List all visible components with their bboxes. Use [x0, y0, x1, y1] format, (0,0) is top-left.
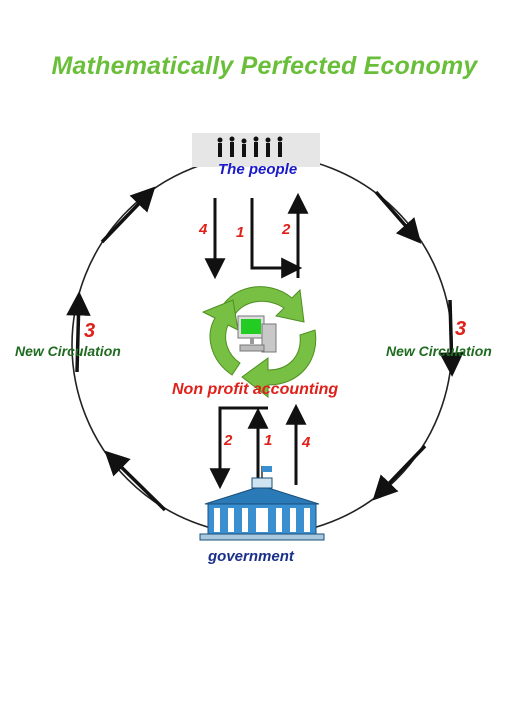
number-top-left: 4	[199, 221, 208, 238]
number-left-circulation: 3	[84, 320, 96, 342]
number-bottom-left: 2	[224, 432, 233, 449]
number-top-right: 2	[282, 221, 291, 238]
bottom-flow-arrows	[209, 403, 307, 490]
government-building-icon	[199, 466, 325, 541]
circulation-arrows	[66, 186, 464, 512]
people-icon	[192, 133, 320, 167]
number-top-mid: 1	[236, 224, 245, 241]
page-title: Mathematically Perfected Economy	[51, 52, 478, 80]
right-circulation-label: New Circulation	[386, 343, 492, 359]
left-circulation-label: New Circulation	[15, 343, 121, 359]
people-label: The people	[218, 161, 298, 178]
top-flow-arrows	[204, 192, 309, 280]
number-bottom-right: 4	[302, 434, 311, 451]
recycle-computer-icon	[201, 286, 317, 399]
center-label: Non profit accounting	[172, 381, 339, 398]
number-right-circulation: 3	[455, 318, 467, 340]
government-label: government	[208, 548, 294, 565]
number-bottom-mid: 1	[264, 432, 273, 449]
